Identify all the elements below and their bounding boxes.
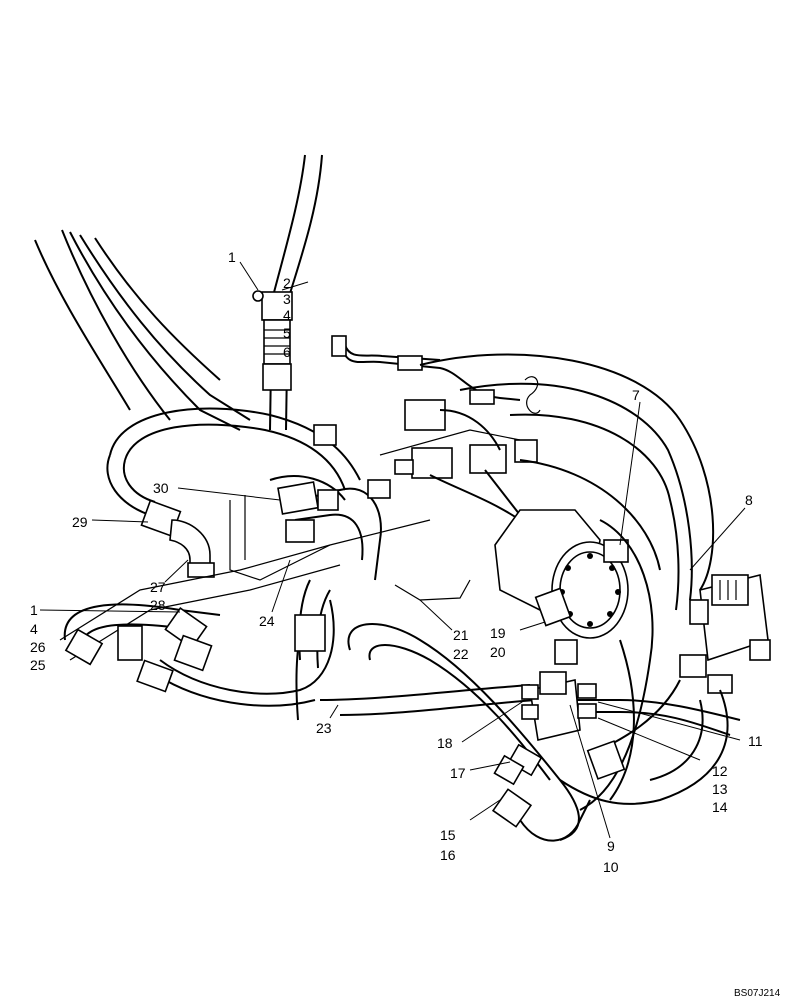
callout-10: 10 bbox=[603, 859, 619, 875]
hose-fitting bbox=[64, 628, 104, 666]
callout-1-left: 1 bbox=[30, 602, 38, 618]
callout-9: 9 bbox=[607, 838, 615, 854]
callout-11: 11 bbox=[748, 733, 763, 749]
callout-16: 16 bbox=[440, 847, 456, 863]
port-plug bbox=[749, 639, 771, 661]
hydraulic-motor bbox=[494, 509, 629, 665]
valve-cartridge bbox=[711, 574, 749, 606]
port-fitting bbox=[707, 674, 733, 694]
callout-12: 12 bbox=[712, 763, 728, 779]
fitting bbox=[577, 683, 597, 699]
hose-fitting bbox=[173, 634, 213, 672]
quick-coupler bbox=[263, 319, 291, 365]
right-loop-hoses bbox=[419, 353, 729, 811]
hose-ferrule bbox=[586, 740, 626, 780]
callout-29: 29 bbox=[72, 514, 88, 530]
lower-left-hose-cluster bbox=[63, 599, 335, 707]
lower-center-hoses bbox=[319, 623, 741, 842]
vertical-supply-hose bbox=[252, 154, 323, 431]
port-fitting bbox=[534, 587, 572, 627]
callout-18: 18 bbox=[437, 735, 453, 751]
figure-code: BS07J214 bbox=[734, 988, 781, 999]
callout-17: 17 bbox=[450, 765, 466, 781]
elbow-nut bbox=[187, 562, 215, 578]
hose-fitting bbox=[164, 607, 208, 649]
callout-24: 24 bbox=[259, 613, 275, 629]
hose-fitting bbox=[285, 519, 315, 543]
nut bbox=[394, 459, 414, 475]
callout-4-left: 4 bbox=[30, 621, 38, 637]
callout-7: 7 bbox=[632, 387, 640, 403]
callout-1-top: 1 bbox=[228, 249, 236, 265]
hose-ferrule bbox=[491, 788, 533, 828]
frame-bracket bbox=[59, 429, 521, 661]
callout-6: 6 bbox=[283, 344, 291, 360]
valve-fittings bbox=[394, 399, 538, 521]
callout-30: 30 bbox=[153, 480, 169, 496]
port-fitting bbox=[554, 639, 578, 665]
callout-13: 13 bbox=[712, 781, 728, 797]
tube-fitting bbox=[331, 335, 347, 357]
fitting bbox=[521, 704, 539, 720]
hose-fitting bbox=[136, 659, 174, 693]
callout-26: 26 bbox=[30, 639, 46, 655]
port-fitting bbox=[689, 599, 709, 625]
tube-nut bbox=[397, 355, 423, 371]
coupler-nut bbox=[261, 291, 293, 321]
callout-15: 15 bbox=[440, 827, 456, 843]
center-hoses bbox=[269, 424, 391, 721]
callout-28: 28 bbox=[150, 597, 166, 613]
upper-left-hoses bbox=[34, 229, 251, 431]
callout-8: 8 bbox=[745, 492, 753, 508]
plug bbox=[313, 424, 337, 446]
callout-4-top: 4 bbox=[283, 307, 291, 323]
callout-25: 25 bbox=[30, 657, 46, 673]
fitting bbox=[521, 684, 539, 700]
left-loop-hoses bbox=[106, 407, 361, 578]
callout-3: 3 bbox=[283, 291, 291, 307]
callout-27: 27 bbox=[150, 579, 166, 595]
hose-ferrule bbox=[294, 614, 326, 652]
right-valve-block bbox=[679, 574, 771, 694]
small-tube-assembly bbox=[331, 335, 541, 414]
port-fitting bbox=[679, 654, 707, 678]
callout-21: 21 bbox=[453, 627, 469, 643]
nut bbox=[367, 479, 391, 499]
callout-20: 20 bbox=[490, 644, 506, 660]
leader-lines bbox=[39, 261, 746, 839]
callout-22: 22 bbox=[453, 646, 469, 662]
elbow-fitting bbox=[411, 447, 453, 479]
callout-19: 19 bbox=[490, 625, 506, 641]
plug bbox=[514, 439, 538, 463]
hose-fitting bbox=[277, 481, 319, 515]
elbow-fitting bbox=[404, 399, 446, 431]
manifold-fitting bbox=[539, 671, 567, 695]
callout-14: 14 bbox=[712, 799, 728, 815]
callout-2: 2 bbox=[283, 275, 291, 291]
tube-nut bbox=[469, 389, 495, 405]
bracket bbox=[603, 539, 629, 563]
coupler-body bbox=[262, 363, 292, 391]
nut bbox=[317, 489, 339, 511]
callout-5: 5 bbox=[283, 325, 291, 341]
callout-23: 23 bbox=[316, 720, 332, 736]
tee-fitting bbox=[117, 625, 143, 661]
dust-cap bbox=[252, 290, 264, 302]
fitting bbox=[577, 703, 597, 719]
callout-labels: 1 2 3 4 5 6 7 8 9 10 11 12 13 14 15 16 1… bbox=[30, 249, 763, 875]
